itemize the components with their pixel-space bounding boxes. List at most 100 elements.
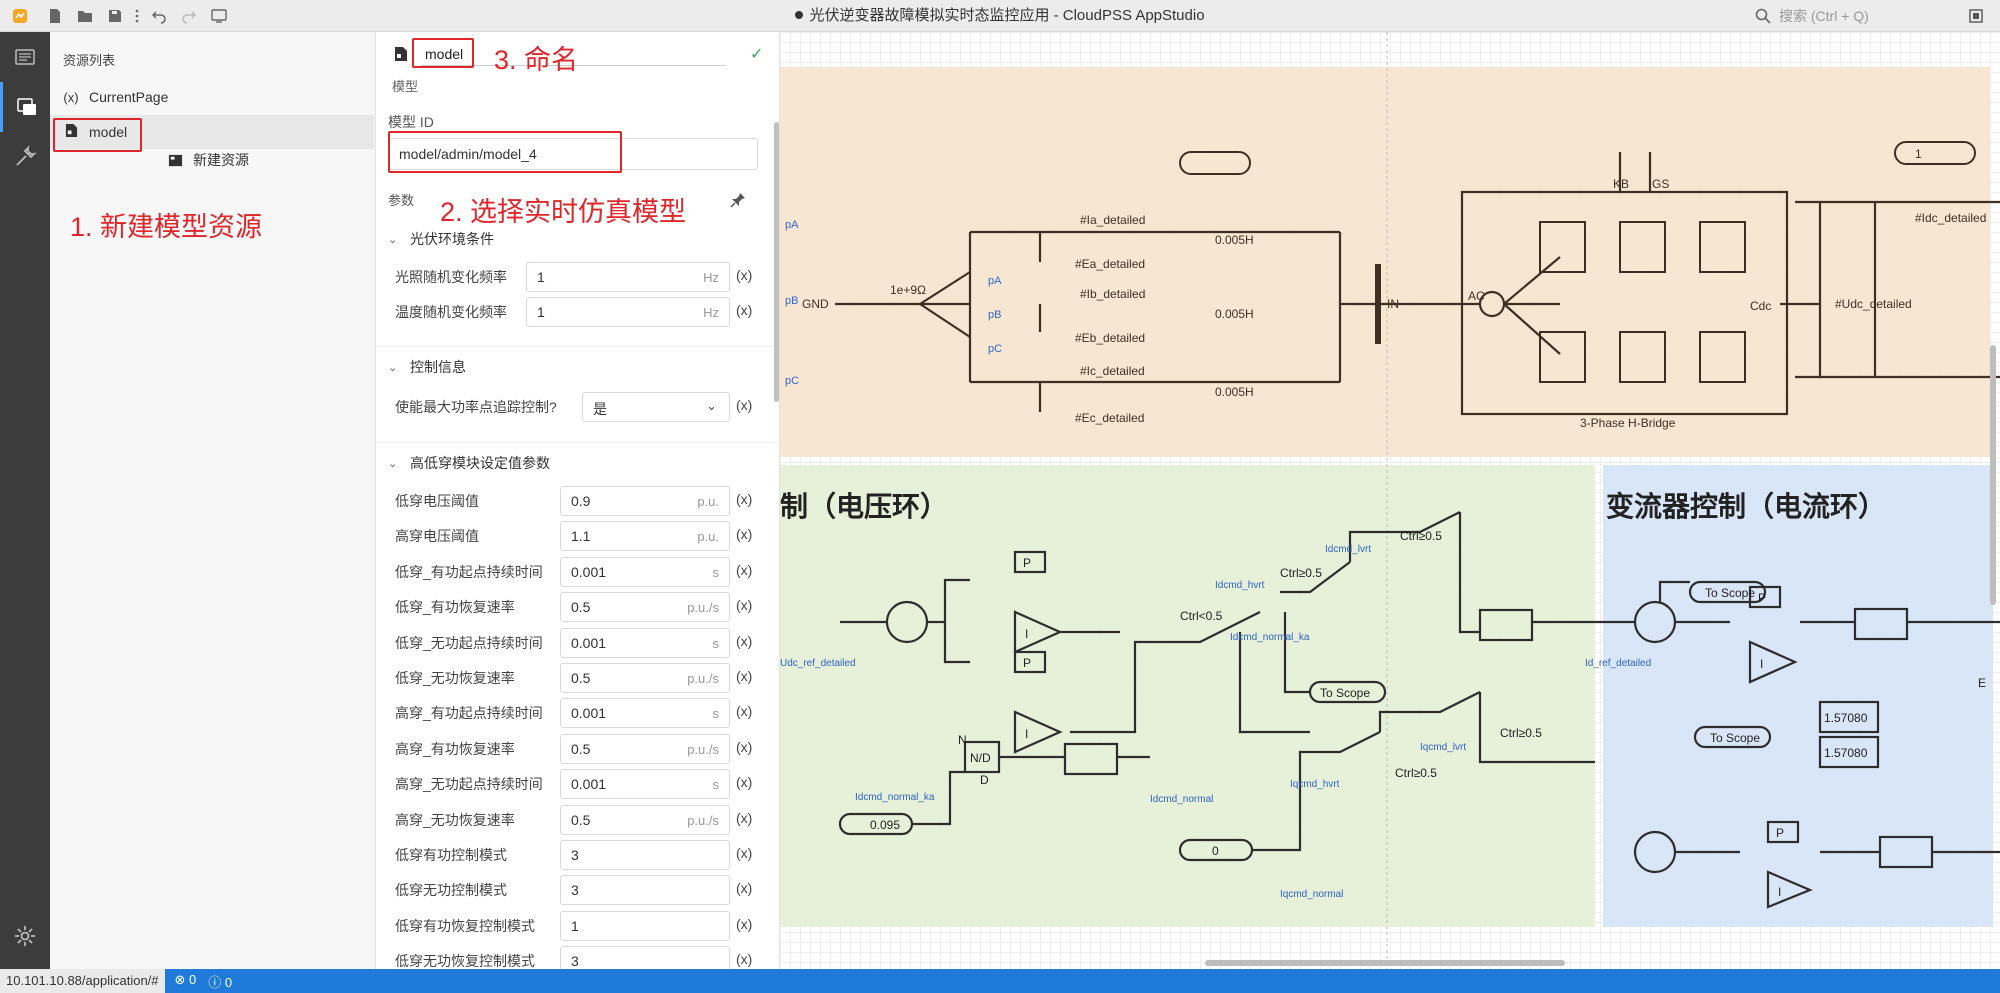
label-idcmd-lvrt: Idcmd_lvrt [1325, 544, 1371, 555]
sidebar-item-model[interactable]: model [50, 115, 374, 149]
expression-toggle[interactable]: (x) [736, 809, 753, 826]
search-icon [1755, 8, 1771, 24]
expression-toggle[interactable]: (x) [736, 632, 753, 649]
label-iqcmd-hvrt: Iqcmd_hvrt [1290, 779, 1340, 790]
param-input[interactable]: 3 [560, 946, 730, 969]
new-file-icon[interactable] [40, 0, 70, 32]
info-count[interactable]: ⓘ 0 [208, 974, 233, 990]
problem-counts[interactable]: ⊗ 0 ⓘ 0 [175, 972, 233, 991]
expression-toggle[interactable]: (x) [736, 915, 753, 932]
section-env[interactable]: ⌄光伏环境条件 [388, 231, 494, 247]
label-gain-2: 1.57080 [1824, 746, 1868, 760]
annotation-step3: 3. 命名 [494, 45, 579, 75]
param-input[interactable]: 1 [560, 910, 730, 941]
property-panel: model ✓ 模型 模型 ID model/admin/model_4 参数 … [376, 32, 780, 969]
label-const-0: 0 [1212, 844, 1219, 858]
label-eb: #Eb_detailed [1075, 331, 1145, 345]
model-canvas[interactable]: #Ia_detailed #Ea_detailed #Ib_detailed #… [780, 32, 2000, 969]
expression-toggle[interactable]: (x) [736, 845, 753, 861]
resources-activity-icon[interactable] [0, 82, 50, 132]
label-n: N [958, 733, 967, 747]
param-input[interactable]: 3 [560, 875, 730, 906]
expression-toggle[interactable]: (x) [736, 738, 753, 755]
section-ctrl[interactable]: ⌄控制信息 [388, 359, 466, 375]
label-idc: #Idc_detailed [1915, 211, 1986, 225]
expression-toggle[interactable]: (x) [736, 951, 753, 968]
settings-gear-icon[interactable] [0, 911, 50, 961]
command-search[interactable]: 搜索 (Ctrl + Q) [1755, 4, 1955, 28]
label-pa: pA [785, 219, 799, 231]
circuit-diagram[interactable]: #Ia_detailed #Ea_detailed #Ib_detailed #… [780, 32, 2000, 969]
title-bar: 光伏逆变器故障模拟实时态监控应用 - CloudPSS AppStudio 搜索… [0, 0, 2000, 32]
mppt-select[interactable]: 是⌄ [582, 392, 730, 422]
label-to-scope-2: To Scope [1705, 586, 1755, 600]
param-input[interactable]: 3 [560, 840, 730, 870]
expression-toggle[interactable]: (x) [736, 668, 753, 684]
resource-sidebar: 资源列表 (x) CurrentPage model 新建资源 [50, 32, 376, 969]
expression-toggle[interactable]: (x) [736, 302, 753, 318]
section-lvrt[interactable]: ⌄高低穿模块设定值参数 [388, 455, 550, 471]
expression-toggle[interactable]: (x) [736, 397, 753, 413]
label-i-1: I [1025, 627, 1028, 641]
pages-activity-icon[interactable] [0, 32, 50, 82]
new-resource-button[interactable]: 新建资源 [168, 150, 249, 170]
label-p-1: P [1023, 556, 1031, 570]
maximize-icon[interactable] [1968, 8, 1984, 24]
panel-scrollbar[interactable] [774, 122, 779, 402]
tools-activity-icon[interactable] [0, 132, 50, 182]
label-const-0095: 0.095 [870, 818, 900, 832]
sidebar-item-currentpage[interactable]: (x) CurrentPage [63, 89, 169, 105]
expression-toggle[interactable]: (x) [736, 526, 753, 543]
expression-toggle[interactable]: (x) [736, 703, 753, 720]
label-kb: KB [1613, 177, 1629, 191]
region-power [780, 67, 1990, 457]
label-pb: pB [785, 295, 798, 307]
chevron-down-icon: ⌄ [388, 233, 398, 246]
resource-name-input[interactable]: model [421, 42, 726, 66]
label-in: IN [1387, 297, 1399, 311]
app-logo-icon [0, 0, 40, 32]
more-vertical-icon[interactable] [130, 0, 144, 32]
expression-toggle[interactable]: (x) [736, 597, 753, 614]
expression-toggle[interactable]: (x) [736, 880, 753, 897]
pin-icon[interactable] [730, 192, 746, 208]
label-pb-2: pB [988, 309, 1001, 321]
canvas-vscrollbar[interactable] [1990, 345, 1996, 605]
expression-toggle[interactable]: (x) [736, 774, 753, 791]
annotation-box-name [412, 38, 474, 68]
redo-icon[interactable] [174, 0, 204, 32]
canvas-hscrollbar[interactable] [1205, 960, 1565, 966]
error-count[interactable]: ⊗ 0 [174, 971, 197, 987]
label-gain-1: 1.57080 [1824, 711, 1868, 725]
expression-toggle[interactable]: (x) [736, 491, 753, 507]
undo-icon[interactable] [144, 0, 174, 32]
open-folder-icon[interactable] [70, 0, 100, 32]
annotation-step1: 1. 新建模型资源 [70, 212, 263, 242]
label-ctrl-ge-3: Ctrl≥0.5 [1395, 766, 1437, 780]
sidebar-title: 资源列表 [63, 53, 116, 68]
preview-icon[interactable] [204, 0, 234, 32]
annotation-step2: 2. 选择实时仿真模型 [440, 197, 687, 227]
save-icon[interactable] [100, 0, 130, 32]
expression-toggle[interactable]: (x) [736, 561, 753, 578]
expression-toggle[interactable]: (x) [736, 267, 753, 283]
